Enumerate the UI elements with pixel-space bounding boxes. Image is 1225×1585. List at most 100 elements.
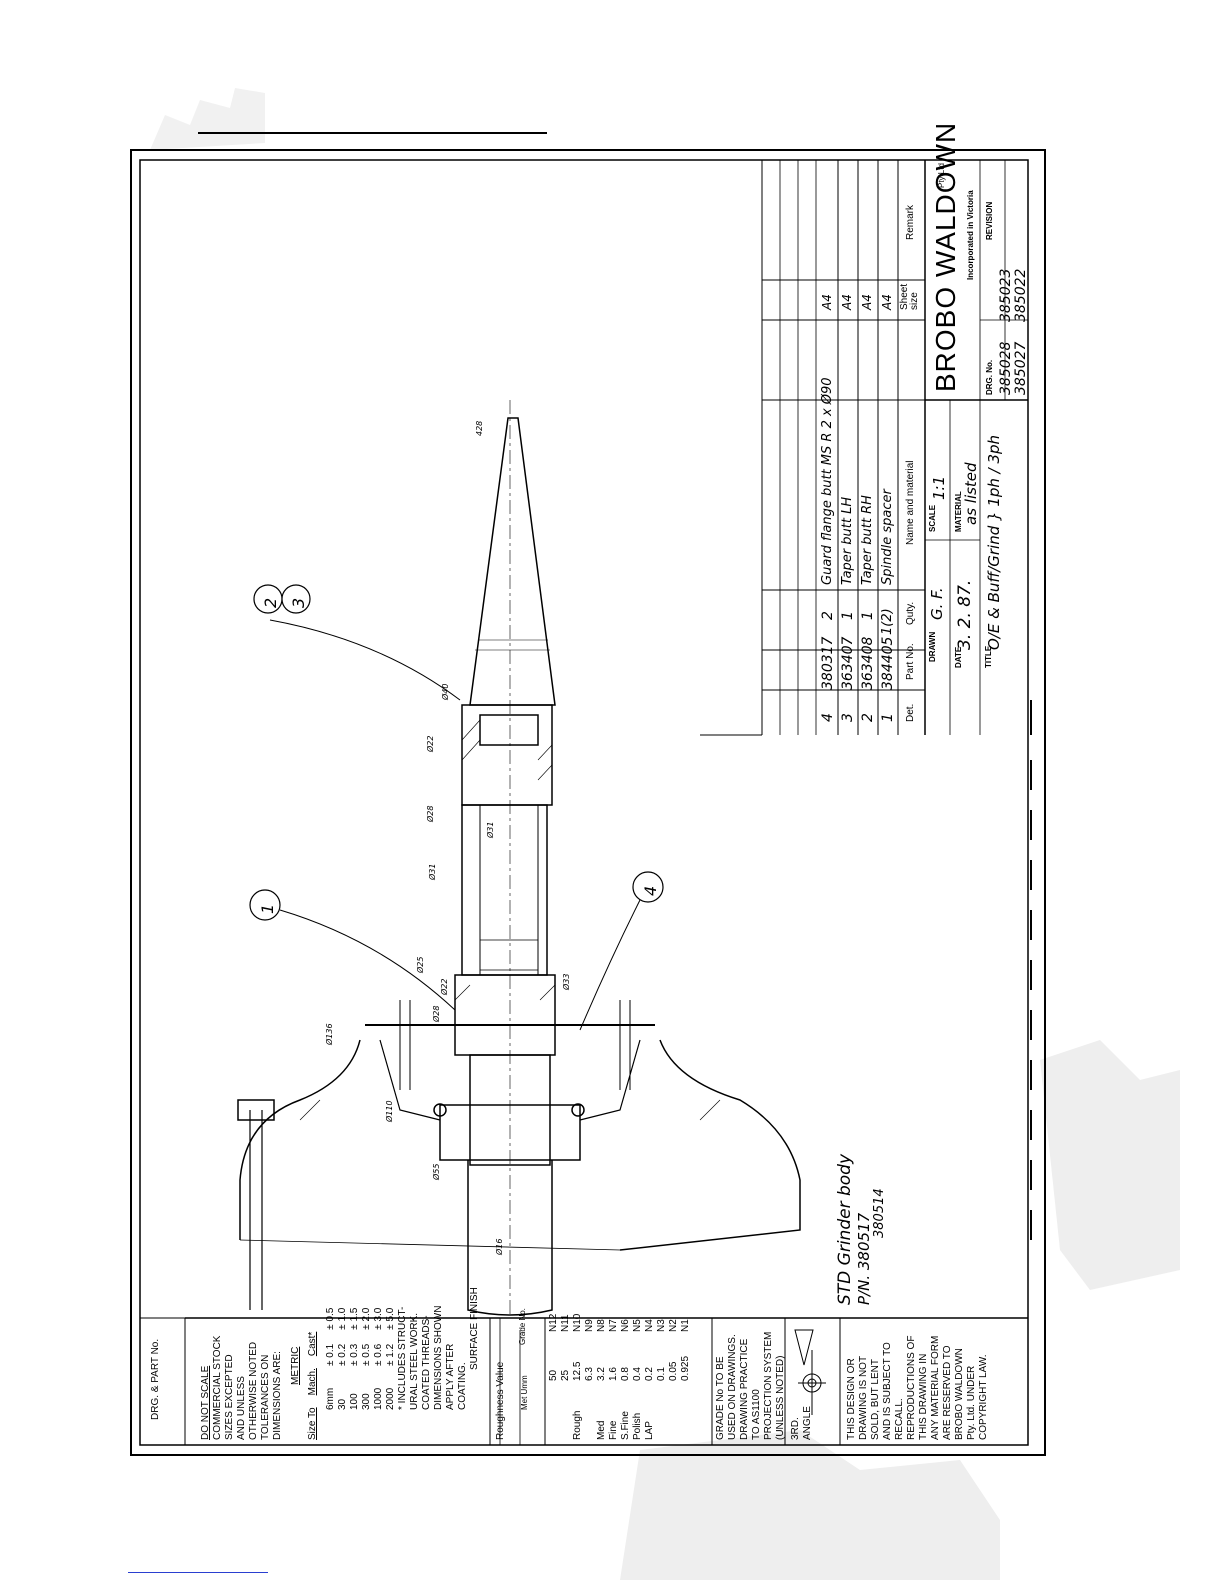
roughness-row: LAP 0.2 N4: [644, 1314, 656, 1440]
tol-cell: ± 1.2: [385, 1343, 396, 1366]
roughness-cell: N6: [620, 1319, 631, 1332]
parts-row-det: 2: [860, 713, 876, 722]
note-line: Pty. Ltd. UNDER: [966, 1365, 977, 1440]
tol-row: 30± 0.2± 1.0: [337, 1287, 349, 1410]
parts-row-part-no: 380317: [820, 636, 836, 690]
note-line: AND IS SUBJECT TO: [882, 1342, 893, 1440]
dimension-mark: Ø31: [428, 863, 437, 880]
sheet-border: [130, 149, 1046, 1456]
roughness-col-grade: Grade No.: [518, 1308, 527, 1345]
note-line: 3RD.: [790, 1417, 801, 1440]
parts-header-sheet-size: Sheet size: [899, 283, 920, 310]
tol-cell: ± 3.0: [373, 1307, 384, 1330]
drg-no-label: DRG. No.: [985, 359, 994, 395]
roughness-cell: [668, 1395, 680, 1440]
parts-row-det: 1: [880, 713, 896, 722]
notes-general: DO NOT SCALE COMMERCIAL STOCK SIZES EXCE…: [200, 1336, 284, 1440]
roughness-cell: N4: [644, 1319, 655, 1332]
parts-row-qty: 1(2): [880, 608, 895, 635]
parts-row-part-no: 363407: [840, 636, 856, 690]
revision-label: REVISION: [985, 201, 994, 240]
note-line: (UNLESS NOTED): [775, 1355, 786, 1440]
note-line: AND UNLESS: [236, 1376, 247, 1440]
balloon-1: [249, 889, 281, 921]
parts-header-det: Det.: [905, 703, 916, 722]
roughness-cell: 25: [560, 1369, 571, 1381]
date-value: 3. 2. 87.: [955, 579, 975, 650]
roughness-cell: N1: [680, 1319, 691, 1332]
tol-cell: ± 2.0: [361, 1307, 372, 1330]
roughness-heading: Roughness Value: [495, 1361, 506, 1440]
dimension-mark: Ø136: [325, 1023, 334, 1045]
roughness-cell: N11: [560, 1314, 571, 1332]
parts-row-name: Spindle spacer: [880, 489, 895, 585]
note-line: URAL STEEL WORK.: [409, 1312, 420, 1410]
dimension-mark: Ø28: [432, 1005, 441, 1022]
parts-list-grid: [761, 159, 1028, 735]
roughness-cell: [560, 1395, 572, 1440]
roughness-cell: 12.5: [572, 1361, 583, 1381]
roughness-cell: 1.6: [608, 1367, 619, 1381]
gear-watermark-top: [150, 88, 265, 150]
roughness-row: 25 N11: [560, 1314, 572, 1440]
note-line: DRAWING IS NOT: [858, 1355, 869, 1440]
drg-no-value: 385027: [1013, 341, 1029, 395]
roughness-cell: N2: [668, 1319, 679, 1332]
note-line: PROJECTION SYSTEM: [763, 1331, 774, 1440]
note-line: COATED THREADS-: [421, 1315, 432, 1410]
note-line: TO AS1100: [751, 1389, 762, 1440]
tol-cell: 300: [361, 1393, 372, 1410]
parts-header-name: Name and material: [905, 460, 916, 545]
note-line: RECALL.: [894, 1398, 905, 1440]
roughness-cell: S.Fine: [620, 1411, 631, 1440]
tol-row: 100± 0.3± 1.5: [349, 1287, 361, 1410]
parts-row-part-no: 384405: [880, 636, 896, 690]
tol-header: Mach.: [307, 1368, 318, 1396]
dimension-mark: Ø33: [562, 973, 571, 990]
balloon-3: [281, 584, 311, 614]
revision-value: 385023: [998, 268, 1014, 322]
tolerance-rows: 6mm± 0.1± 0.5 30± 0.2± 1.0 100± 0.3± 1.5…: [325, 1287, 481, 1410]
tol-cell: ± 0.6: [373, 1343, 384, 1366]
roughness-cell: [548, 1395, 560, 1440]
note-line: ANY MATERIAL FORM: [930, 1335, 941, 1440]
material-value: as listed: [962, 462, 980, 525]
roughness-col-met: Met Umm: [520, 1375, 529, 1410]
tol-cell: 100: [349, 1393, 360, 1410]
note-line: APPLY AFTER: [445, 1343, 456, 1410]
roughness-cell: 6.3: [584, 1367, 595, 1381]
tol-cell: ± 0.3: [349, 1343, 360, 1366]
balloon-3-label: 3: [289, 597, 308, 608]
title-value: O/E & Buff/Grind } 1ph / 3ph: [985, 434, 1003, 650]
tol-cell: ± 0.1: [325, 1343, 336, 1366]
note-line: ANGLE: [802, 1406, 813, 1440]
tol-cell: 6mm: [325, 1387, 336, 1410]
body-label-title: STD Grinder body: [835, 1153, 855, 1305]
grade-note: GRADE No TO BE USED ON DRAWINGS. DRAWING…: [715, 1332, 787, 1440]
surface-finish-label: SURFACE FINISH: [469, 1287, 480, 1370]
roughness-cell: LAP: [644, 1421, 655, 1440]
parts-row-det: 3: [840, 713, 856, 722]
dimension-mark: Ø55: [432, 1163, 441, 1180]
note-line: DRAWING PRACTICE: [739, 1338, 750, 1440]
parts-row-qty: 2: [820, 611, 836, 620]
dimension-mark: Ø22: [440, 978, 449, 995]
parts-row-qty: 1: [860, 611, 876, 620]
roughness-cell: N7: [608, 1319, 619, 1332]
dimension-mark: 428: [475, 420, 484, 436]
dimension-mark: Ø40: [441, 683, 450, 700]
footer-link-underline[interactable]: [128, 1572, 268, 1573]
roughness-cell: 0.2: [644, 1367, 655, 1381]
tol-header: Cast*: [307, 1331, 318, 1357]
roughness-cell: 0.4: [632, 1367, 643, 1381]
dimension-mark: Ø22: [426, 735, 435, 752]
tol-cell: ± 0.5: [361, 1343, 372, 1366]
tol-header: Size To: [307, 1407, 318, 1440]
tol-cell: 30: [337, 1398, 348, 1410]
parts-row-sheet: A4: [880, 294, 894, 310]
note-line: * INCLUDES STRUCT-: [397, 1306, 408, 1410]
